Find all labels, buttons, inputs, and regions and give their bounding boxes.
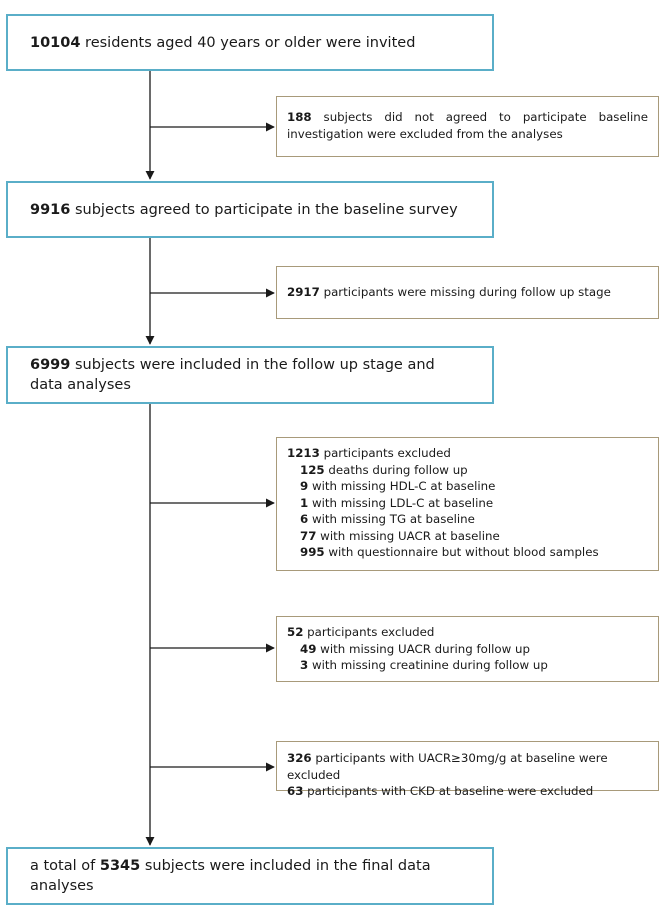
list-item: 995 with questionnaire but without blood…: [300, 545, 599, 559]
list-item: 9 with missing HDL-C at baseline: [300, 479, 496, 493]
list-item: 49 with missing UACR during follow up: [300, 641, 530, 656]
excluded-1213-box: 1213 participants excluded 125 deaths du…: [276, 437, 659, 571]
excluded-1213-header: 1213 participants excluded: [287, 446, 451, 460]
list-item: 326 participants with UACR≥30mg/g at bas…: [287, 751, 608, 782]
final-text: a total of 5345 subjects were included i…: [30, 858, 431, 894]
missing-followup-box: 2917 participants were missing during fo…: [276, 266, 659, 319]
agreed-text: 9916 subjects agreed to participate in t…: [30, 201, 458, 218]
list-item: 3 with missing creatinine during follow …: [300, 658, 548, 672]
followup-box: 6999 subjects were included in the follo…: [6, 346, 494, 404]
invited-text: 10104 residents aged 40 years or older w…: [30, 34, 416, 51]
baseline-kidney-box: 326 participants with UACR≥30mg/g at bas…: [276, 741, 659, 798]
list-item: 77 with missing UACR at baseline: [300, 528, 500, 543]
final-box: a total of 5345 subjects were included i…: [6, 847, 494, 905]
excluded-52-box: 52 participants excluded 49 with missing…: [276, 616, 659, 682]
invited-box: 10104 residents aged 40 years or older w…: [6, 14, 494, 71]
excluded-52-header: 52 participants excluded: [287, 625, 435, 639]
list-item: 1 with missing LDL-C at baseline: [300, 495, 494, 510]
list-item: 6 with missing TG at baseline: [300, 512, 475, 526]
declined-text: 188 subjects did not agreed to participa…: [287, 110, 648, 141]
list-item: 125 deaths during follow up: [300, 462, 468, 477]
followup-text: 6999 subjects were included in the follo…: [30, 357, 435, 393]
list-item: 63 participants with CKD at baseline wer…: [287, 784, 594, 798]
missing-followup-text: 2917 participants were missing during fo…: [287, 285, 611, 299]
agreed-box: 9916 subjects agreed to participate in t…: [6, 181, 494, 238]
declined-box: 188 subjects did not agreed to participa…: [276, 96, 659, 157]
